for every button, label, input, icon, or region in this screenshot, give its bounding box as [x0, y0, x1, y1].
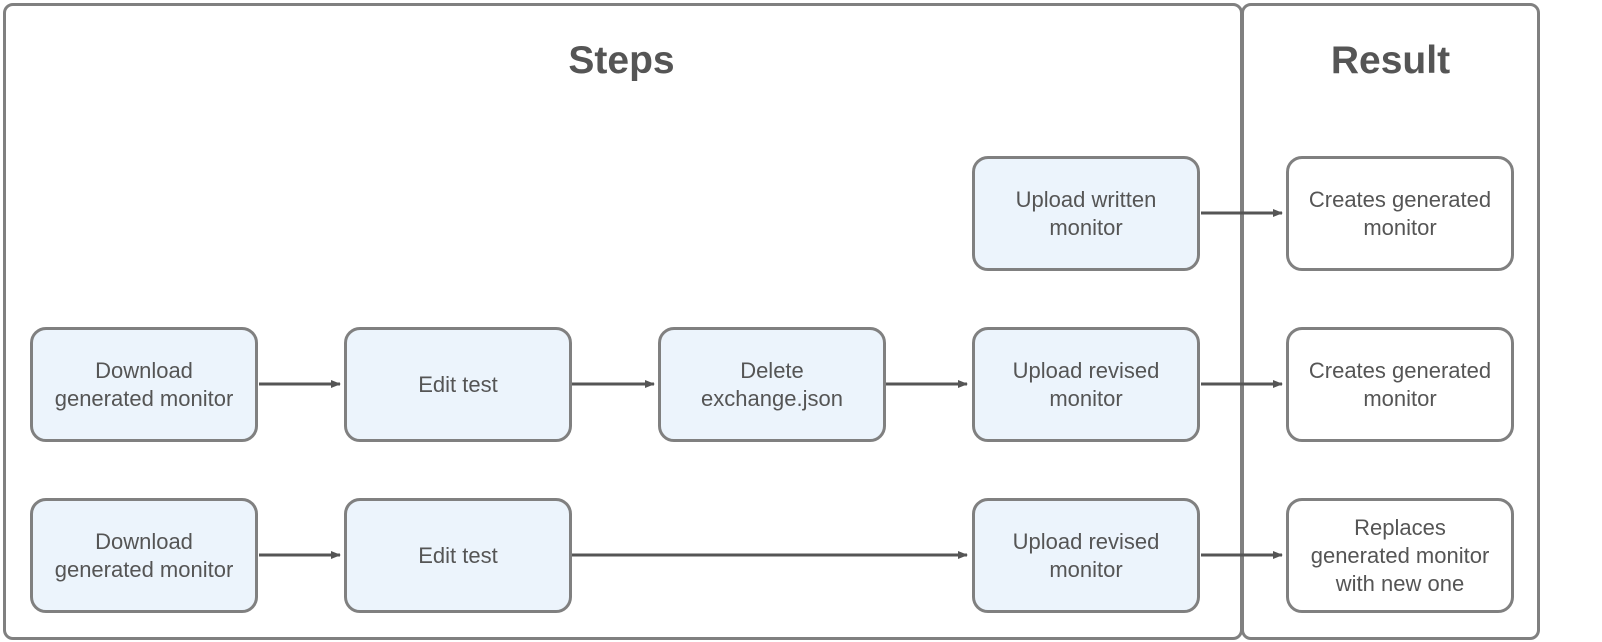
download-generated-monitor-box: Download generated monitor: [30, 327, 258, 442]
download-generated-monitor-box-2: Download generated monitor: [30, 498, 258, 613]
creates-generated-monitor-box: Creates generated monitor: [1286, 156, 1514, 271]
upload-revised-monitor-box: Upload revised monitor: [972, 327, 1200, 442]
edit-test-box-2: Edit test: [344, 498, 572, 613]
result-panel: [1241, 3, 1540, 640]
result-title: Result: [1330, 39, 1451, 82]
upload-written-monitor-box: Upload written monitor: [972, 156, 1200, 271]
creates-generated-monitor-box-2: Creates generated monitor: [1286, 327, 1514, 442]
steps-title: Steps: [568, 39, 675, 82]
replaces-generated-monitor-box: Replaces generated monitor with new one: [1286, 498, 1514, 613]
upload-revised-monitor-box-2: Upload revised monitor: [972, 498, 1200, 613]
delete-exchange-json-box: Delete exchange.json: [658, 327, 886, 442]
edit-test-box: Edit test: [344, 327, 572, 442]
